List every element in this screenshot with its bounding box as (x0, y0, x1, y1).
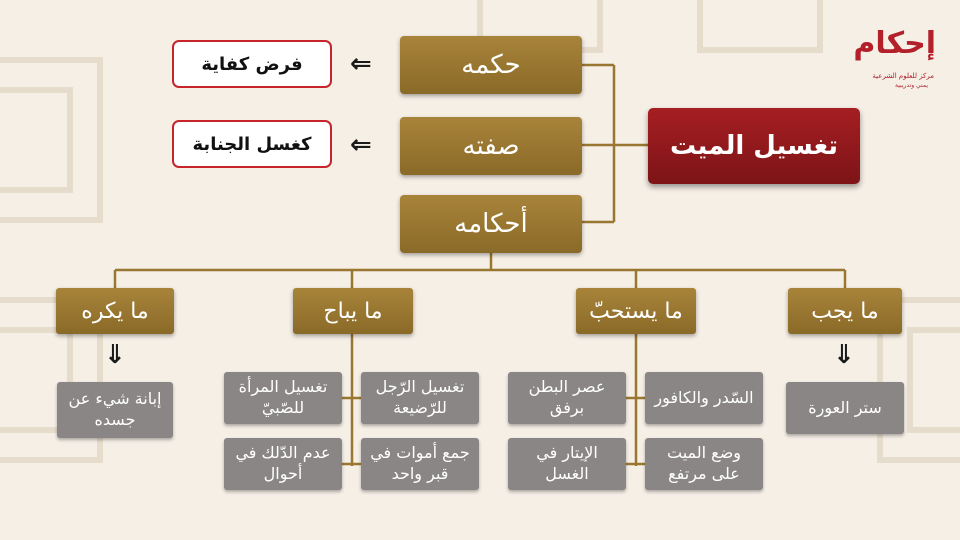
branch-ruling-label: حكمه (461, 50, 521, 80)
note-description: كغسل الجنابة (172, 120, 332, 168)
item-text: وضع الميت على مرتفع (666, 443, 742, 483)
branch-ruling: حكمه (400, 36, 582, 94)
item-recommended: الإيتار في الغسل (508, 438, 626, 490)
logo-title: إحكام (853, 26, 936, 61)
down-arrow-icon: ⇓ (833, 340, 855, 370)
category-permitted-label: ما يباح (323, 298, 383, 324)
category-disliked-label: ما يكره (81, 298, 149, 324)
branch-description-label: صفته (462, 131, 520, 161)
category-disliked: ما يكره (56, 288, 174, 334)
root-label: تغسيل الميت (670, 131, 839, 161)
logo-tagline: يمني وتدريبية (895, 82, 928, 89)
category-recommended: ما يستحبّ (576, 288, 696, 334)
item-permitted: تغسيل الرّجل للرّضيعة (361, 372, 479, 424)
item-text: ستر العورة (808, 397, 882, 417)
category-recommended-label: ما يستحبّ (589, 298, 683, 324)
item-recommended: السّدر والكافور (645, 372, 763, 424)
left-arrow-icon: ⇐ (350, 49, 372, 79)
category-obligatory-label: ما يجب (811, 298, 879, 324)
category-permitted: ما يباح (293, 288, 413, 334)
note-ruling: فرض كفاية (172, 40, 332, 88)
item-recommended: وضع الميت على مرتفع (645, 438, 763, 490)
item-text: الإيتار في الغسل (536, 443, 598, 483)
left-arrow-icon: ⇐ (350, 130, 372, 160)
branch-rulings-label: أحكامه (454, 209, 528, 239)
item-disliked: إبانة شيء عن جسده (57, 382, 173, 438)
item-recommended: عصر البطن برفق (508, 372, 626, 424)
item-text: تغسيل الرّجل للرّضيعة (375, 377, 465, 417)
logo-subtitle: مركز للعلوم الشرعية (872, 72, 934, 80)
item-text: عصر البطن برفق (528, 377, 606, 417)
item-text: جمع أموات في قبر واحد (370, 443, 470, 483)
item-permitted: عدم الدّلك في أحوال (224, 438, 342, 490)
item-permitted: جمع أموات في قبر واحد (361, 438, 479, 490)
item-text: السّدر والكافور (654, 387, 754, 407)
note-ruling-text: فرض كفاية (201, 53, 303, 75)
branch-rulings: أحكامه (400, 195, 582, 253)
branch-description: صفته (400, 117, 582, 175)
item-text: إبانة شيء عن جسده (68, 389, 162, 429)
item-permitted: تغسيل المرأة للصّبيّ (224, 372, 342, 424)
down-arrow-icon: ⇓ (104, 340, 126, 370)
item-obligatory: ستر العورة (786, 382, 904, 434)
item-text: عدم الدّلك في أحوال (235, 443, 331, 483)
note-description-text: كغسل الجنابة (192, 133, 312, 155)
category-obligatory: ما يجب (788, 288, 902, 334)
item-text: تغسيل المرأة للصّبيّ (238, 377, 328, 417)
logo: إحكام مركز للعلوم الشرعية يمني وتدريبية (836, 24, 936, 98)
root-node: تغسيل الميت (648, 108, 860, 184)
